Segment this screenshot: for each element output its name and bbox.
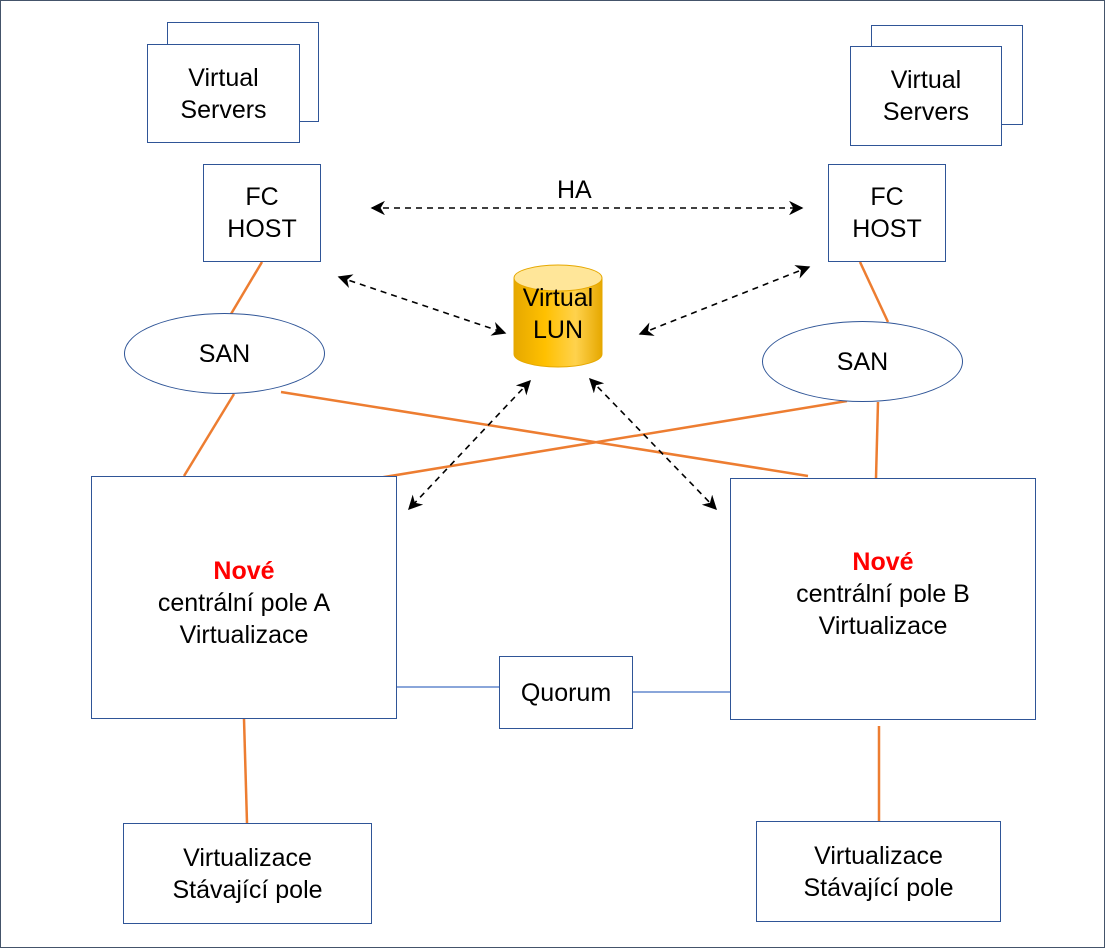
ha-label: HA bbox=[557, 176, 592, 204]
legacy-array-left: Virtualizace Stávající pole bbox=[123, 823, 372, 924]
arrow-lun-to-array-a bbox=[408, 379, 531, 511]
virtual-servers-left-line1: Virtual bbox=[188, 63, 259, 92]
database-cylinder-icon bbox=[513, 264, 603, 368]
array-a-new-label: Nové bbox=[213, 556, 275, 585]
virtual-lun-line1: Virtual bbox=[522, 284, 594, 312]
virtual-servers-left-line2: Servers bbox=[180, 95, 267, 124]
link-array-a-to-legacy-left bbox=[242, 718, 249, 824]
fc-host-left: FC HOST bbox=[203, 164, 321, 262]
link-fc-host-left-to-san-left bbox=[229, 261, 264, 315]
fc-host-right-line2: HOST bbox=[852, 215, 922, 243]
virtual-servers-right: Virtual Servers bbox=[850, 46, 1002, 146]
link-san-right-to-array-b bbox=[874, 401, 880, 479]
virtual-servers-right-line2: Servers bbox=[882, 98, 970, 126]
legacy-left-line2: Stávající pole bbox=[172, 875, 323, 904]
virtual-lun-line2: LUN bbox=[532, 316, 583, 344]
link-fc-host-right-to-san-right bbox=[858, 261, 890, 323]
san-right: SAN bbox=[762, 321, 963, 402]
link-san-left-to-array-a bbox=[182, 393, 236, 477]
virtual-servers-right-line1: Virtual bbox=[890, 66, 962, 94]
legacy-right-line1: Virtualizace bbox=[814, 841, 943, 870]
virtual-servers-left: Virtual Servers bbox=[147, 44, 300, 143]
link-san-left-to-array-b bbox=[280, 390, 809, 478]
san-left-label: SAN bbox=[198, 339, 251, 368]
array-a-line1: centrální pole A bbox=[157, 588, 331, 617]
san-left: SAN bbox=[124, 313, 325, 394]
arrow-fc-host-left-to-lun bbox=[337, 274, 507, 336]
quorum-label: Quorum bbox=[520, 678, 612, 707]
virtual-lun: Virtual LUN bbox=[503, 282, 613, 346]
array-b-line2: Virtualizace bbox=[818, 612, 948, 640]
array-b-new-label: Nové bbox=[852, 548, 914, 576]
array-b: Nové centrální pole B Virtualizace bbox=[730, 478, 1036, 720]
quorum-box: Quorum bbox=[499, 656, 633, 729]
san-right-label: SAN bbox=[836, 347, 889, 376]
fc-host-left-line2: HOST bbox=[227, 215, 297, 243]
legacy-right-line2: Stávající pole bbox=[803, 873, 954, 902]
fc-host-right-line1: FC bbox=[870, 183, 904, 211]
arrow-lun-to-fc-host-right bbox=[638, 265, 811, 336]
legacy-left-line1: Virtualizace bbox=[183, 843, 312, 872]
array-a-line2: Virtualizace bbox=[179, 620, 309, 649]
arrow-lun-to-array-b bbox=[588, 377, 718, 511]
legacy-array-right: Virtualizace Stávající pole bbox=[756, 821, 1001, 922]
fc-host-right: FC HOST bbox=[828, 164, 946, 262]
array-a: Nové centrální pole A Virtualizace bbox=[91, 476, 397, 719]
array-b-line1: centrální pole B bbox=[796, 580, 970, 608]
fc-host-left-line1: FC bbox=[245, 183, 279, 211]
